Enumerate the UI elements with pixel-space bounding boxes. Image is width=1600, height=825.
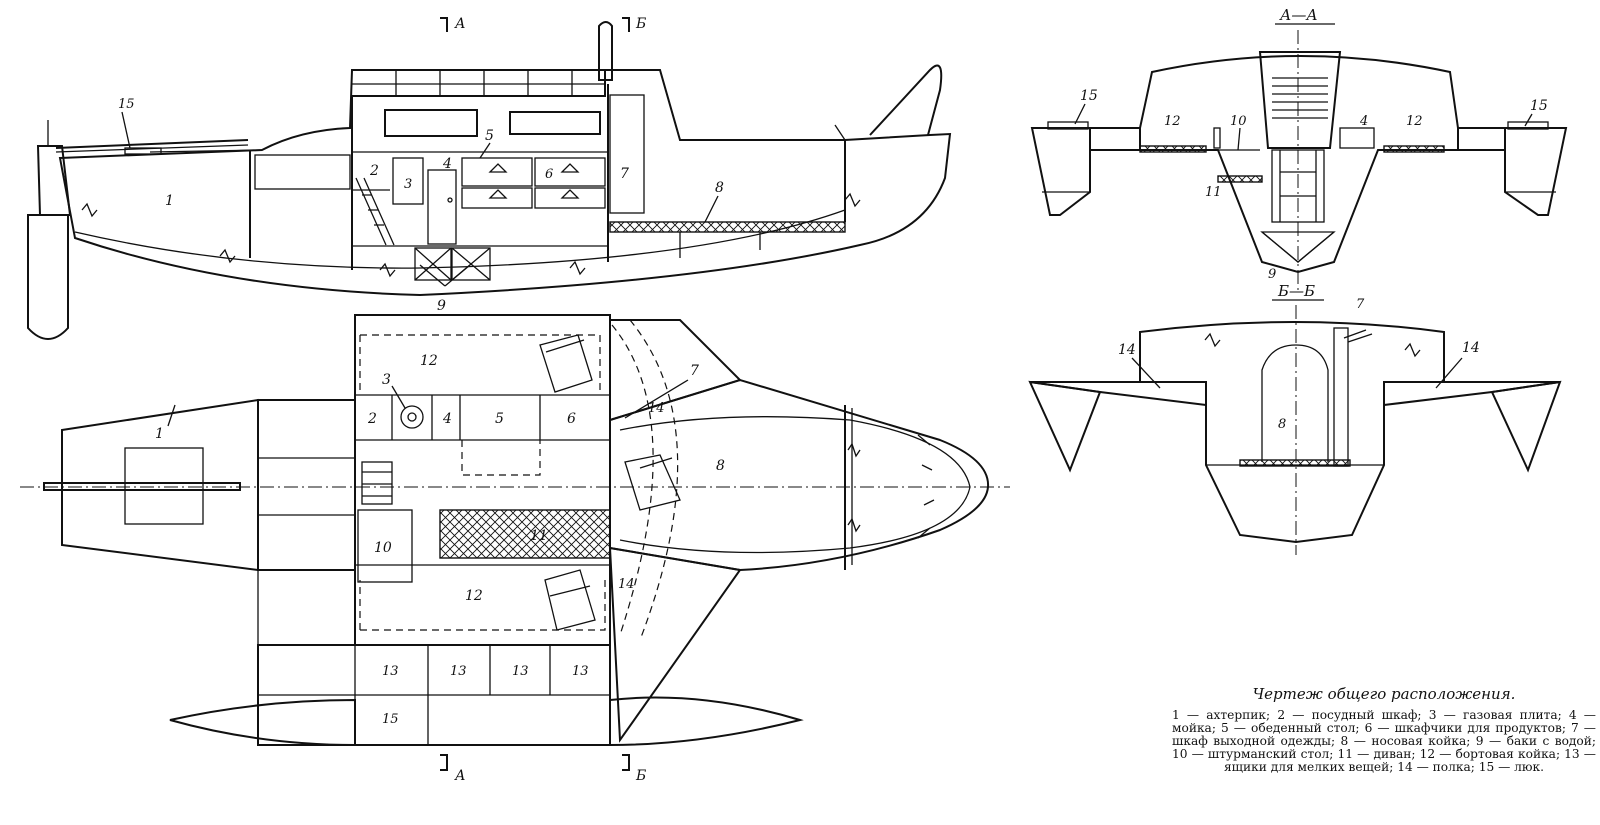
callout-10-plan: 10 [374, 540, 392, 556]
bow-pulpit [869, 64, 943, 136]
callout-7-bb: 7 [1356, 297, 1365, 312]
section-marker-b-top: Б [622, 16, 646, 32]
float-plan [169, 698, 356, 747]
callout-7-plan: 7 [690, 363, 699, 379]
settee [439, 509, 611, 559]
callout-6-side: 6 [545, 167, 553, 182]
callout-7-side: 7 [620, 166, 629, 182]
callout-12-aa-right: 12 [1406, 114, 1423, 129]
section-marker-a-bottom: А [440, 754, 466, 784]
caption-title: Чертеж общего расположения. [1252, 685, 1516, 703]
callout-4-plan: 4 [442, 411, 452, 427]
callout-12-plan-top: 12 [420, 353, 438, 369]
callout-9-aa: 9 [1268, 267, 1276, 282]
callout-15-aa-right: 15 [1530, 98, 1548, 114]
callout-1-side: 1 [165, 193, 174, 209]
hull-side [58, 69, 952, 297]
callout-2-side: 2 [369, 163, 379, 179]
section-marker-b-bottom: Б [622, 754, 646, 784]
cockpit-plan [257, 399, 356, 571]
section-bb-view [1028, 305, 1562, 555]
section-bb-title: Б—Б [1277, 282, 1315, 300]
callout-8-plan: 8 [716, 458, 725, 474]
callout-15-plan: 15 [382, 712, 399, 727]
callout-15-side: 15 [118, 97, 135, 112]
callout-6-plan: 6 [567, 411, 576, 427]
hull-plan-forward [609, 378, 990, 572]
callout-14-plan-bottom: 14 [618, 577, 635, 592]
callout-9-side: 9 [437, 298, 446, 314]
callout-3-side: 3 [404, 177, 412, 192]
callout-8-side: 8 [715, 180, 724, 196]
callout-15-aa-left: 15 [1080, 88, 1098, 104]
callout-3-plan: 3 [382, 372, 391, 388]
svg-text:Б: Б [635, 16, 646, 32]
chart-table [357, 509, 413, 583]
porthole-mid [509, 111, 601, 135]
callout-8-bb: 8 [1278, 417, 1286, 432]
caption-legend: 1 — ахтерпик; 2 — посудный шкаф; 3 — газ… [1172, 708, 1596, 774]
porthole-aft [384, 109, 478, 137]
figure-caption: Чертеж общего расположения. 1 — ахтерпик… [1172, 685, 1596, 774]
callout-13-c: 13 [512, 664, 529, 679]
svg-text:А: А [454, 16, 466, 32]
side-elevation-view [27, 21, 952, 340]
section-marker-a-top: А [440, 16, 466, 32]
mast-stub [598, 21, 613, 81]
callout-4-aa: 4 [1359, 114, 1368, 129]
forward-berth-cushion [609, 221, 846, 233]
callout-14-plan-top: 14 [648, 401, 665, 416]
callout-13-d: 13 [572, 664, 589, 679]
plan-view [20, 314, 1010, 747]
callout-11-plan: 11 [530, 528, 548, 544]
svg-text:А: А [454, 768, 466, 784]
callout-2-plan: 2 [367, 411, 377, 427]
callout-11-aa: 11 [1205, 185, 1222, 200]
callout-12-plan-bottom: 12 [465, 588, 483, 604]
section-aa-view [1030, 30, 1568, 290]
callout-13-b: 13 [450, 664, 467, 679]
section-aa-title: А—А [1279, 6, 1318, 24]
cabin-top [352, 69, 606, 97]
callout-4-side: 4 [442, 156, 452, 172]
rudder [27, 120, 72, 340]
callout-13-a: 13 [382, 664, 399, 679]
callout-14-bb-right: 14 [1462, 340, 1480, 356]
callout-1-plan: 1 [155, 426, 164, 442]
callout-5-plan: 5 [495, 411, 504, 427]
callout-12-aa-left: 12 [1164, 114, 1181, 129]
callout-5-side: 5 [485, 128, 494, 144]
hatch-aft-plan [124, 447, 204, 525]
callout-10-aa: 10 [1230, 114, 1247, 129]
callout-14-bb-left: 14 [1118, 342, 1136, 358]
svg-text:Б: Б [635, 768, 646, 784]
